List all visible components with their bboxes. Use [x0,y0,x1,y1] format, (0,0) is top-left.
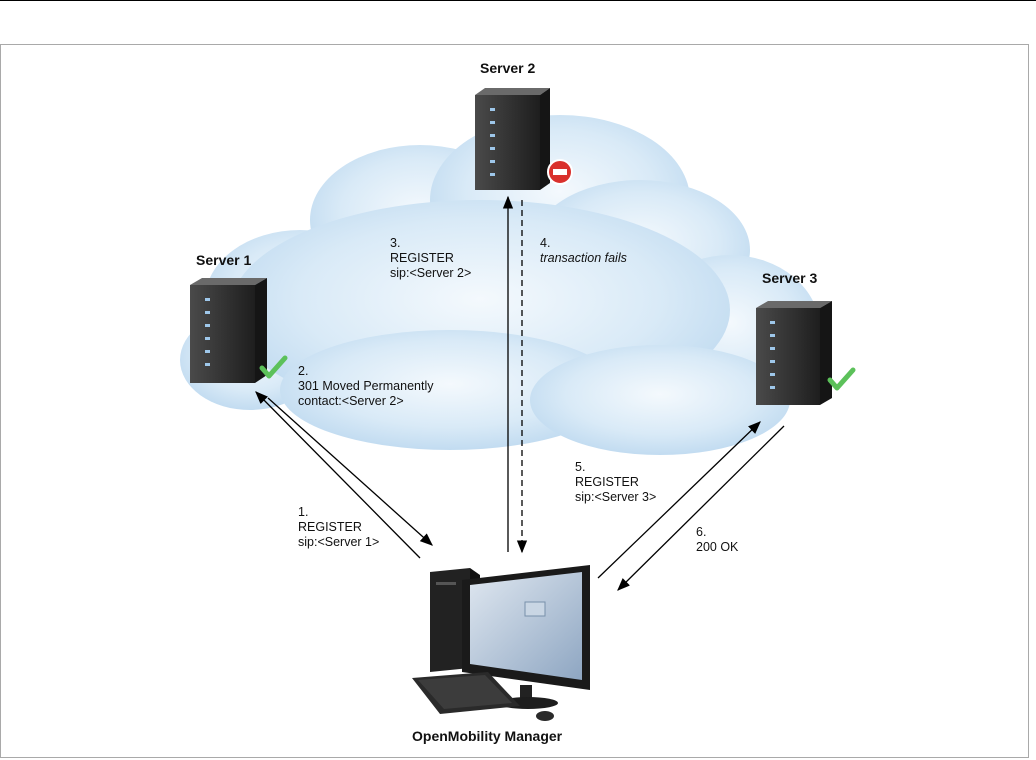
step-1-label: 1. REGISTER sip:<Server 1> [298,505,379,550]
blocked-icon [548,160,572,184]
server-3 [756,301,832,405]
step-3-label: 3. REGISTER sip:<Server 2> [390,236,471,281]
server-1 [190,278,267,383]
step-4-label: 4. transaction fails [540,236,627,266]
workstation [412,565,590,721]
step-5-label: 5. REGISTER sip:<Server 3> [575,460,656,505]
server-1-title: Server 1 [196,252,251,268]
step-6-label: 6. 200 OK [696,525,738,555]
step-2-label: 2. 301 Moved Permanently contact:<Server… [298,364,434,409]
server-2 [475,88,550,190]
check-icon [830,370,853,388]
client-title: OpenMobility Manager [412,728,562,744]
server-3-title: Server 3 [762,270,817,286]
server-2-title: Server 2 [480,60,535,76]
